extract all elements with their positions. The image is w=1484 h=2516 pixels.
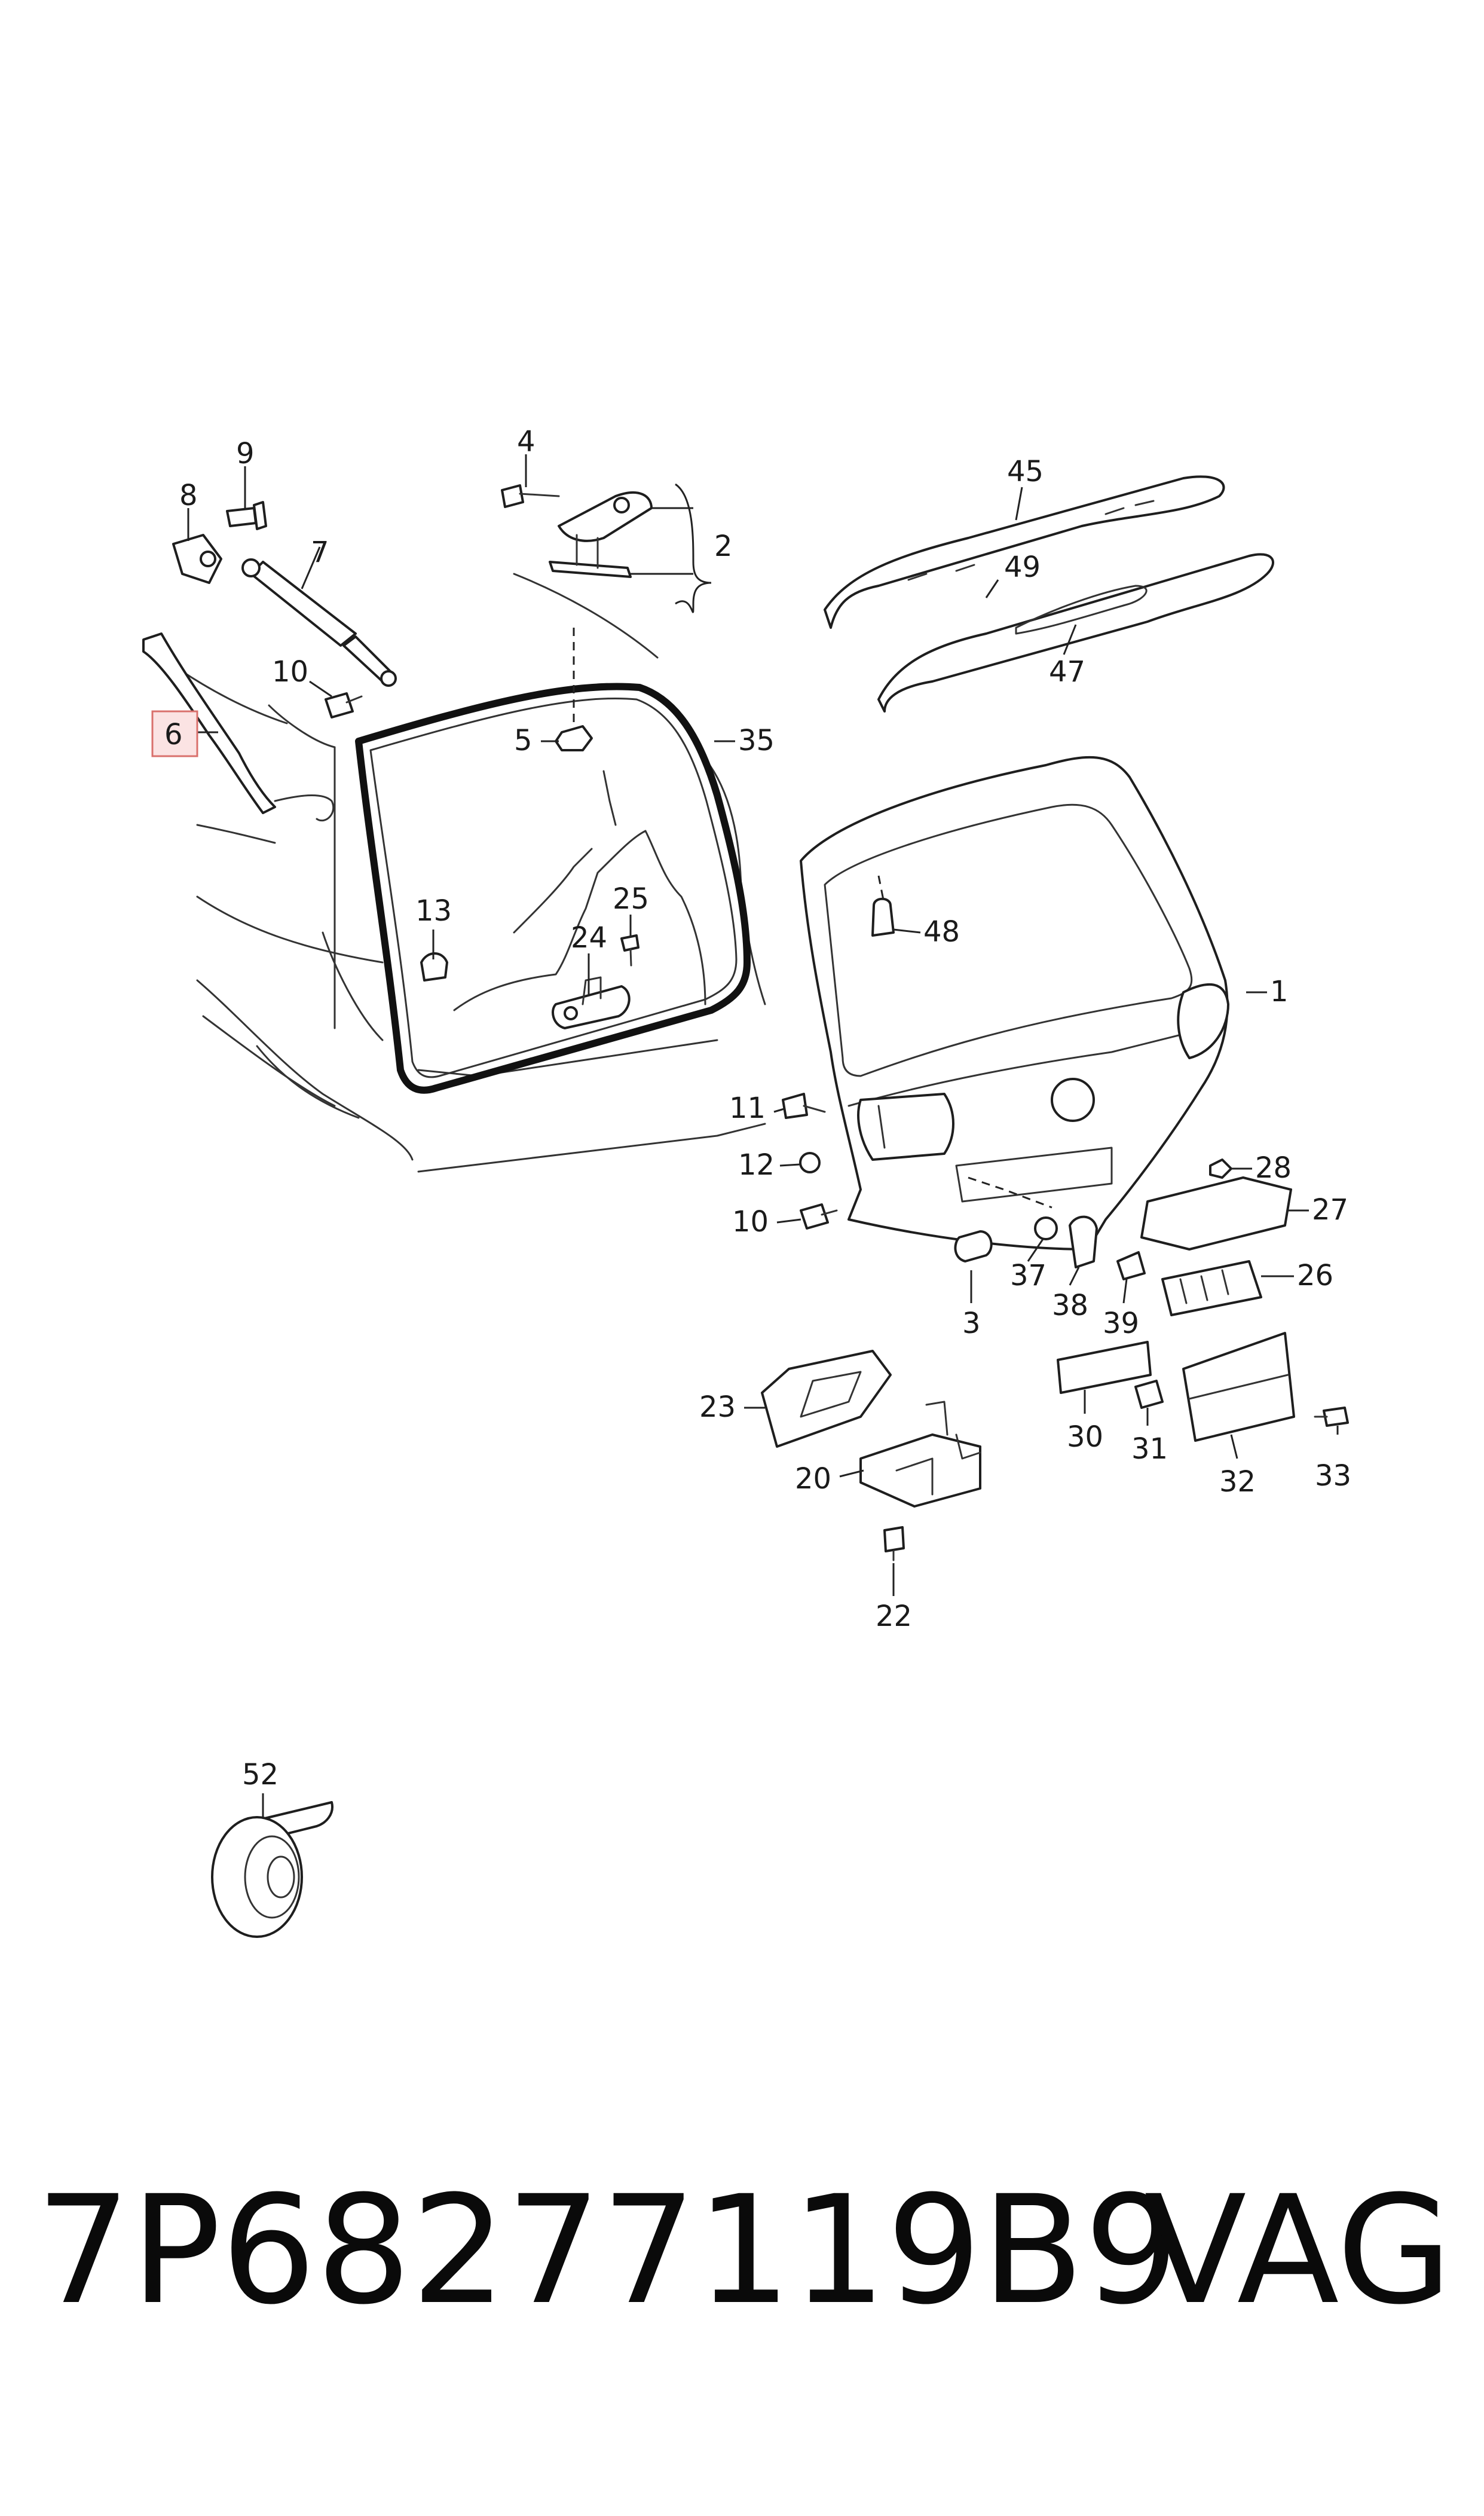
bolt-10-upper [325, 692, 363, 719]
plate-30 [1057, 1341, 1152, 1394]
label-8: 8 [179, 479, 198, 512]
label-39: 39 [1103, 1307, 1139, 1340]
release-switch-26 [1161, 1260, 1262, 1316]
car-rear-body [178, 573, 766, 1173]
bolt-22 [883, 1526, 905, 1561]
part-number: 7P68277119B9 [36, 2163, 1179, 2337]
label-25: 25 [613, 882, 649, 916]
bolt-9 [226, 501, 267, 530]
brake-light-47 [877, 553, 1274, 713]
tape-roll-52 [211, 1801, 333, 1938]
label-6: 6 [164, 718, 183, 751]
bolt-10-lower [800, 1203, 838, 1230]
label-48: 48 [923, 915, 960, 949]
gas-strut-7 [241, 558, 397, 687]
tailgate-seal [355, 683, 751, 1094]
leader-lines [187, 454, 1339, 1817]
label-47: 47 [1049, 655, 1085, 689]
hinge-2 [549, 491, 653, 578]
label-30: 30 [1067, 1420, 1103, 1454]
striker-24 [552, 976, 631, 1029]
nut-28 [1209, 1158, 1232, 1179]
label-11: 11 [729, 1092, 766, 1125]
tailgate-assembly [800, 756, 1229, 1251]
label-24: 24 [571, 921, 607, 955]
label-38: 38 [1052, 1289, 1088, 1322]
strut-bracket-8 [172, 534, 222, 584]
cap-12 [799, 1152, 821, 1173]
handle-trim-27 [1140, 1176, 1292, 1251]
bolt-4 [501, 484, 560, 508]
grommet-3 [954, 1230, 993, 1262]
roof-spoiler-45 [824, 475, 1225, 629]
nut-31 [1134, 1380, 1164, 1409]
label-4: 4 [517, 425, 536, 458]
highlight-box-6 [151, 710, 198, 757]
buffer-11 [782, 1093, 826, 1119]
bump-stop-13 [420, 952, 448, 982]
label-27: 27 [1312, 1193, 1348, 1227]
label-33: 33 [1315, 1459, 1351, 1493]
label-26: 26 [1297, 1259, 1333, 1292]
label-28: 28 [1255, 1151, 1292, 1185]
label-45: 45 [1007, 455, 1044, 488]
bracket-38 [1069, 1215, 1098, 1268]
clip-48 [871, 875, 895, 937]
label-9: 9 [236, 437, 255, 470]
footer: 7P68277119B9 VAG [36, 2176, 1452, 2355]
callout-labels: 1 2 3 4 5 6 7 8 9 10 10 11 12 13 20 22 2… [164, 425, 1351, 1792]
label-12: 12 [738, 1148, 775, 1182]
label-37: 37 [1010, 1259, 1047, 1292]
label-10-lower: 10 [732, 1205, 769, 1239]
label-32: 32 [1219, 1465, 1256, 1499]
label-23: 23 [699, 1390, 736, 1424]
lock-bracket-23 [761, 1350, 892, 1448]
label-10-upper: 10 [272, 655, 308, 689]
bolt-25 [620, 934, 640, 967]
label-13: 13 [415, 894, 452, 928]
screw-33 [1314, 1407, 1349, 1427]
label-35: 35 [738, 724, 775, 757]
label-31: 31 [1131, 1432, 1168, 1466]
label-2: 2 [714, 530, 733, 563]
label-5: 5 [514, 724, 533, 757]
label-7: 7 [311, 536, 329, 569]
release-cable-6 [142, 632, 335, 822]
label-1: 1 [1270, 975, 1289, 1008]
label-3: 3 [962, 1307, 981, 1340]
washer-37 [1034, 1216, 1058, 1240]
label-49: 49 [1004, 551, 1041, 584]
label-22: 22 [876, 1600, 912, 1633]
label-52: 52 [242, 1758, 279, 1792]
label-20: 20 [795, 1462, 831, 1496]
spacer-39 [1116, 1251, 1146, 1280]
lock-20 [859, 1401, 981, 1508]
brand-name: VAG [1144, 2163, 1452, 2337]
